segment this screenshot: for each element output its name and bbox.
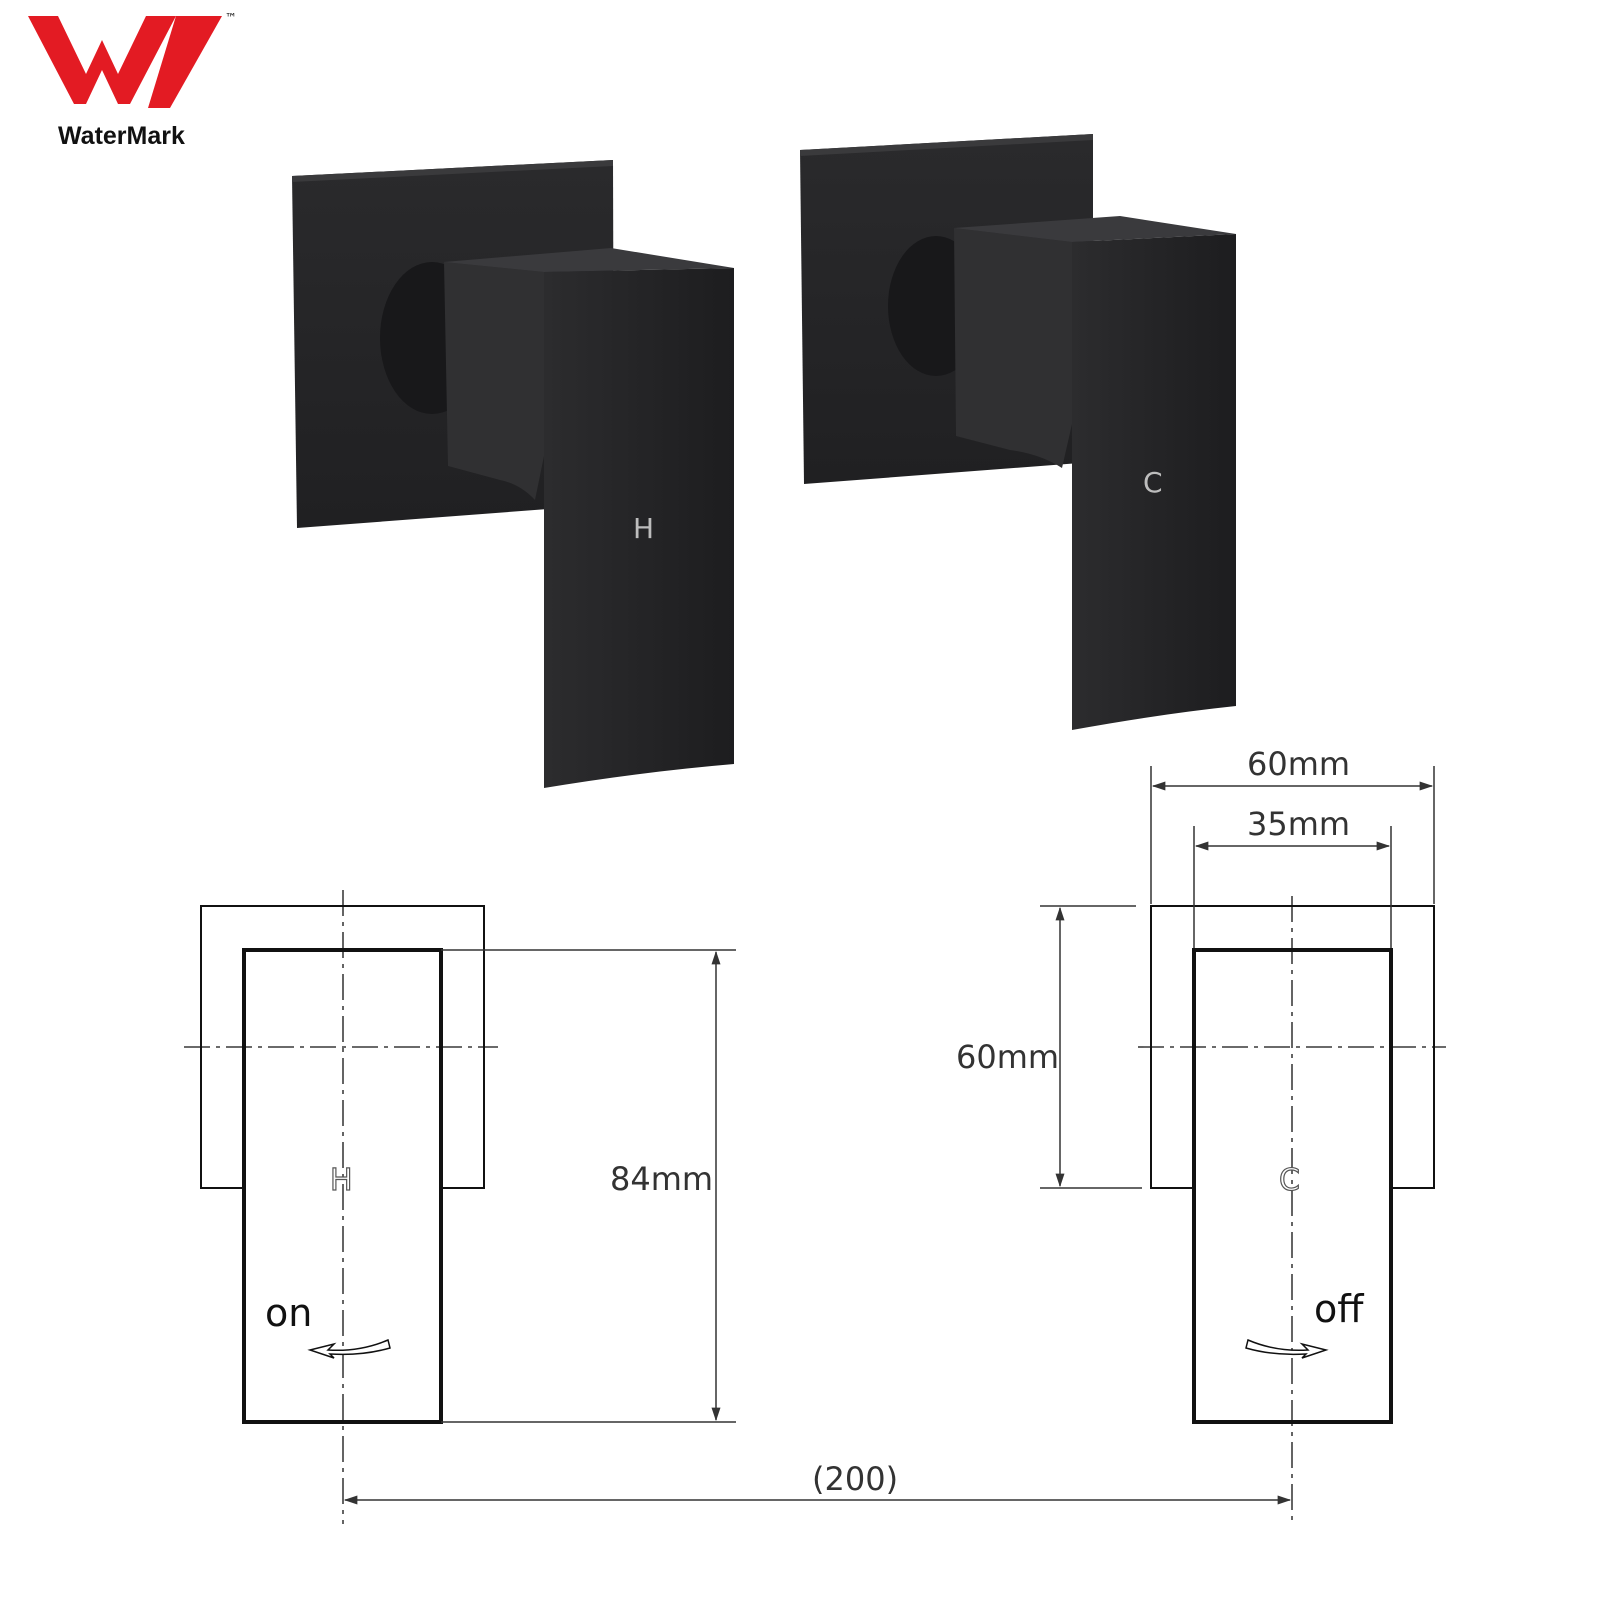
plate-height-label: 60mm [956, 1038, 1059, 1076]
watermark-logo-icon-part [148, 16, 222, 108]
trademark-symbol: ™ [225, 11, 237, 25]
center-distance-label: (200) [812, 1460, 898, 1498]
hot-tap-drawing [184, 890, 498, 1524]
watermark-logo: ™ WaterMark [28, 11, 237, 150]
off-label: off [1314, 1287, 1364, 1331]
hot-tap-handle-face [544, 268, 734, 788]
dimension-lines [343, 766, 1435, 1505]
hot-tap-plate-edge [292, 160, 613, 182]
rotation-arrow-icon [307, 1338, 391, 1359]
brand-name: WaterMark [58, 122, 185, 150]
hot-tap-handle-side [444, 262, 544, 500]
cold-tap-handle-top [954, 216, 1236, 242]
cold-tap-photo: C [800, 134, 1236, 730]
hot-tap-photo: H [292, 160, 734, 788]
cold-tap-marking: C [1143, 466, 1163, 499]
cold-symbol: C [1279, 1163, 1300, 1198]
cold-tap-plate-edge [800, 134, 1093, 156]
hot-symbol: H [330, 1163, 353, 1198]
watermark-logo-icon [28, 16, 176, 104]
plate-width-label: 60mm [1247, 745, 1350, 783]
hot-tap-marking: H [633, 512, 654, 545]
handle-length-label: 84mm [610, 1160, 713, 1198]
hot-tap-handle-top [444, 248, 734, 272]
rotation-arrow-icon [1245, 1338, 1329, 1359]
cold-tap-handle-face [1072, 234, 1236, 730]
cold-tap-drawing [1138, 896, 1446, 1524]
on-label: on [265, 1291, 312, 1335]
cold-tap-handle-side [954, 228, 1072, 468]
handle-width-label: 35mm [1247, 805, 1350, 843]
